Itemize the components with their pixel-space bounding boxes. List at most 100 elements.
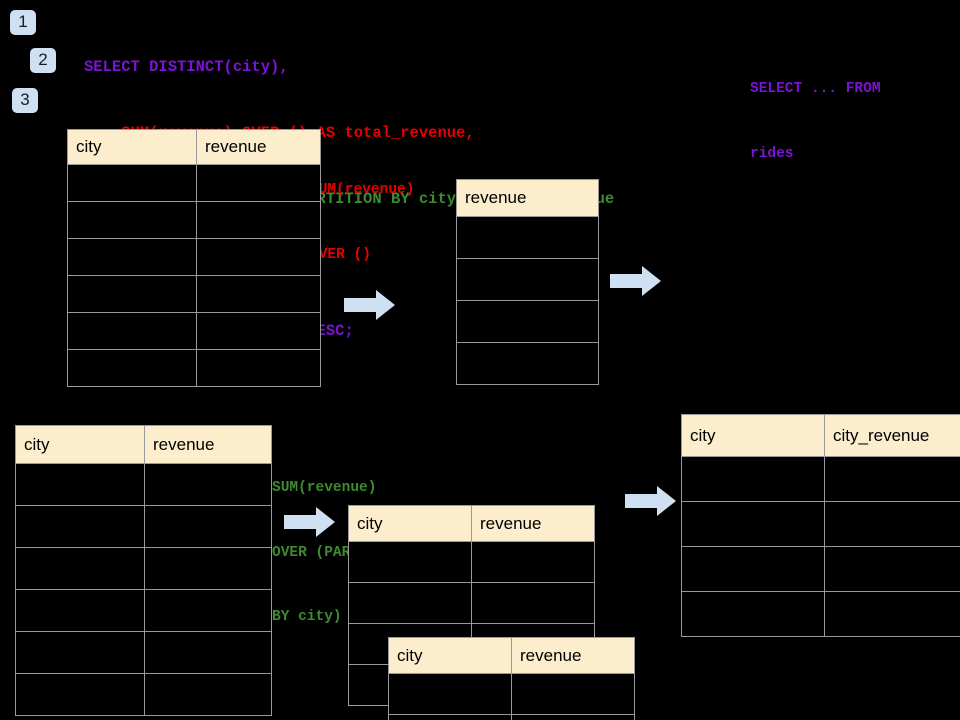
- table-row: [67, 201, 321, 239]
- table-body: [456, 216, 599, 385]
- annotation-select-from-line1: SELECT ... FROM: [750, 81, 881, 97]
- table-cell: [144, 631, 272, 674]
- table-cell: [511, 714, 635, 720]
- table-cell: [144, 547, 272, 590]
- table-cell: [456, 258, 599, 301]
- table-cell: [144, 463, 272, 506]
- table-cell: [388, 714, 512, 720]
- column-header-revenue: revenue: [471, 505, 595, 542]
- table-cell: [456, 300, 599, 343]
- table-cell: [471, 582, 595, 624]
- table-row: [67, 238, 321, 276]
- table-cell: [144, 673, 272, 716]
- table-row: [456, 216, 599, 259]
- table-row: [15, 589, 272, 632]
- table-cell: [196, 349, 321, 387]
- table-body: [681, 456, 960, 637]
- table-cell: [196, 164, 321, 202]
- table-cell: [196, 275, 321, 313]
- table-row: [681, 456, 960, 502]
- table-cell: [67, 201, 197, 239]
- table-source-top: city revenue: [67, 129, 321, 387]
- column-header-revenue: revenue: [144, 425, 272, 464]
- table-cell: [196, 201, 321, 239]
- table-cell: [456, 216, 599, 259]
- table-row: [67, 164, 321, 202]
- column-header-revenue: revenue: [196, 129, 321, 165]
- table-cell: [15, 505, 145, 548]
- step-badge-1: 1: [10, 10, 36, 35]
- table-total-revenue: revenue: [456, 179, 599, 385]
- table-row: [348, 582, 595, 624]
- table-cell: [196, 312, 321, 350]
- column-header-city: city: [348, 505, 472, 542]
- annotation-sum-over-partition-line3: BY city): [272, 609, 342, 625]
- table-source-bottom: city revenue: [15, 425, 272, 716]
- table-row: [388, 673, 635, 715]
- table-partition-front: city revenue: [388, 637, 635, 720]
- table-cell: [67, 164, 197, 202]
- table-header-row: city revenue: [348, 505, 595, 542]
- table-row: [348, 541, 595, 583]
- arrow-bottom-left-icon: [284, 507, 335, 537]
- table-header-row: city revenue: [15, 425, 272, 464]
- table-row: [681, 501, 960, 547]
- table-row: [15, 547, 272, 590]
- table-body: [67, 164, 321, 387]
- table-row: [67, 349, 321, 387]
- table-cell: [824, 501, 960, 547]
- column-header-city: city: [388, 637, 512, 674]
- table-header-row: city revenue: [388, 637, 635, 674]
- table-row: [15, 673, 272, 716]
- table-row: [456, 342, 599, 385]
- table-row: [681, 591, 960, 637]
- annotation-select-from-line2: rides: [750, 145, 794, 162]
- table-body: [388, 673, 635, 720]
- table-body: [15, 463, 272, 716]
- table-cell: [511, 673, 635, 715]
- step-badge-3: 3: [12, 88, 38, 113]
- table-header-row: revenue: [456, 179, 599, 217]
- annotation-sum-over-empty-line1: SUM(revenue): [310, 182, 415, 198]
- table-cell: [824, 456, 960, 502]
- table-cell: [67, 238, 197, 276]
- table-cell: [388, 673, 512, 715]
- annotation-sum-over-empty: SUM(revenue) OVER (): [310, 137, 414, 309]
- step-badge-2: 2: [30, 48, 56, 73]
- arrow-bottom-right-icon: [625, 486, 676, 516]
- table-cell: [824, 591, 960, 637]
- column-header-city: city: [681, 414, 825, 457]
- table-cell: [681, 501, 825, 547]
- table-cell: [15, 673, 145, 716]
- table-cell: [681, 456, 825, 502]
- column-header-city: city: [15, 425, 145, 464]
- table-row: [456, 300, 599, 343]
- table-row: [15, 505, 272, 548]
- table-row: [456, 258, 599, 301]
- column-header-city: city: [67, 129, 197, 165]
- column-header-revenue: revenue: [456, 179, 599, 217]
- table-row: [67, 275, 321, 313]
- table-cell: [348, 582, 472, 624]
- table-cell: [15, 463, 145, 506]
- table-cell: [681, 546, 825, 592]
- table-result: city city_revenue: [681, 414, 960, 637]
- table-cell: [681, 591, 825, 637]
- table-cell: [456, 342, 599, 385]
- table-cell: [196, 238, 321, 276]
- table-row: [15, 463, 272, 506]
- table-row: [15, 631, 272, 674]
- column-header-city-revenue: city_revenue: [824, 414, 960, 457]
- table-row: [67, 312, 321, 350]
- table-header-row: city revenue: [67, 129, 321, 165]
- sql-line-1: SELECT DISTINCT(city),: [84, 58, 289, 76]
- table-header-row: city city_revenue: [681, 414, 960, 457]
- table-cell: [824, 546, 960, 592]
- table-cell: [67, 349, 197, 387]
- table-cell: [15, 547, 145, 590]
- annotation-select-from: SELECT ... FROM rides: [750, 36, 881, 208]
- table-cell: [15, 631, 145, 674]
- table-cell: [348, 541, 472, 583]
- table-row: [388, 714, 635, 720]
